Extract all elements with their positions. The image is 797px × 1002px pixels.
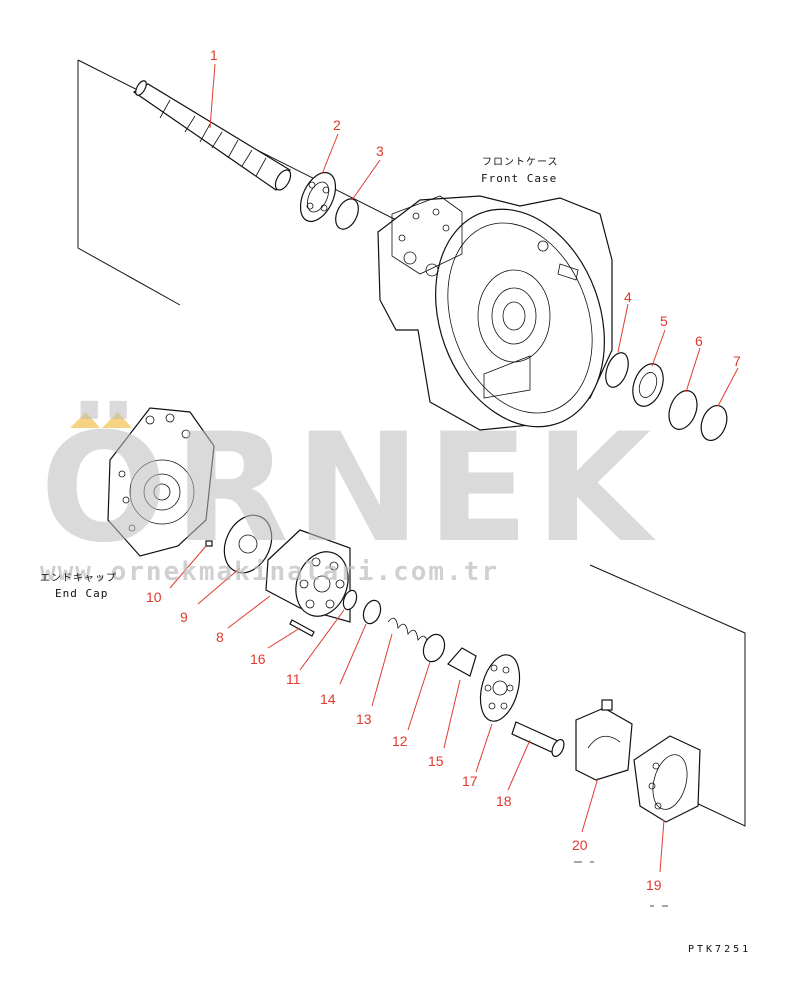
support-part	[633, 735, 701, 823]
watermark-brand: ÖRNEK	[40, 400, 657, 576]
swash-plate-part	[575, 699, 633, 781]
front-case-jp-label: フロントケース	[482, 156, 559, 168]
watermark: ÖRNEK www.ornekmakinalari.com.tr	[40, 400, 657, 587]
callout-9: 9	[180, 609, 188, 625]
part-labels: フロントケース Front Case エンドキャップ End Cap PTK72…	[40, 156, 751, 955]
callout-18: 18	[496, 793, 512, 809]
callout-3: 3	[376, 143, 384, 159]
small-rings-parts	[605, 352, 728, 442]
callout-19: 19	[646, 877, 662, 893]
rotating-group-parts	[205, 514, 565, 758]
front-case-en-label: Front Case	[481, 172, 557, 185]
watermark-url: www.ornekmakinalari.com.tr	[40, 557, 499, 587]
callout-14: 14	[320, 691, 336, 707]
bearing-part	[299, 171, 337, 223]
end-cap-en-label: End Cap	[55, 587, 108, 600]
callout-4: 4	[624, 289, 632, 305]
leader-lines	[169, 63, 739, 873]
callout-17: 17	[462, 773, 478, 789]
shaft-part	[132, 80, 292, 191]
end-cap-jp-label: エンドキャップ	[40, 572, 117, 584]
watermark-logo-mark	[70, 412, 132, 428]
callout-7: 7	[733, 353, 741, 369]
end-cap-part	[107, 407, 215, 557]
callout-6: 6	[695, 333, 703, 349]
callout-1: 1	[210, 47, 218, 63]
callout-12: 12	[392, 733, 408, 749]
callout-16: 16	[250, 651, 266, 667]
callout-11: 11	[286, 671, 301, 687]
callout-15: 15	[428, 753, 444, 769]
front-case-part	[377, 195, 613, 431]
callout-2: 2	[333, 117, 341, 133]
callout-10: 10	[146, 589, 162, 605]
callout-8: 8	[216, 629, 224, 645]
callout-5: 5	[660, 313, 668, 329]
callout-numbers: 1 2 3 4 5 6 7 8 9 10 11 12 13 14 15 16 1…	[146, 47, 741, 893]
snap-ring-part	[335, 198, 359, 230]
callout-13: 13	[356, 711, 372, 727]
drawing-code: PTK7251	[688, 944, 751, 955]
callout-20: 20	[572, 837, 588, 853]
